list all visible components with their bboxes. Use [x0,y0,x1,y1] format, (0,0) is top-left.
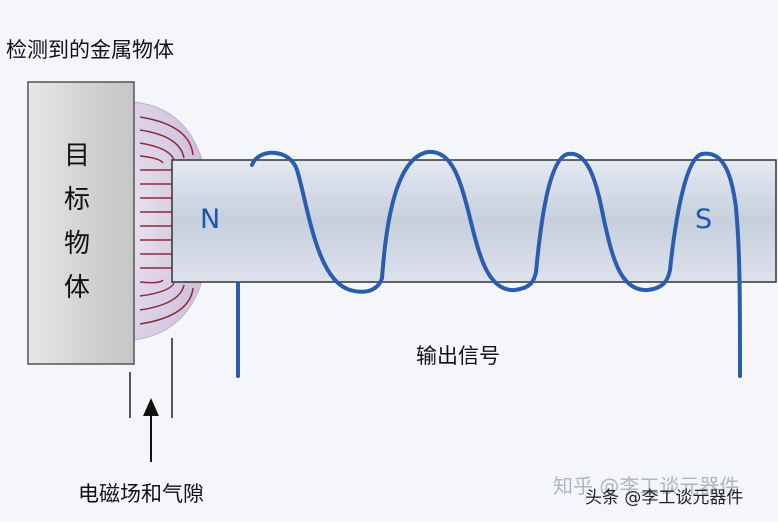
north-pole-label: N [200,204,221,235]
field-lines [139,116,194,325]
output-signal-label: 输出信号 [416,344,500,368]
coil-winding [668,151,742,378]
coil-winding [236,150,384,378]
coil-winding [534,151,672,293]
gap-arrow-icon [143,398,159,462]
target-metal-object [27,81,135,365]
coil-winding [380,149,538,293]
zhihu-watermark: 知乎 @李工谈元器件 [553,474,740,498]
detected-metal-object-label: 检测到的金属物体 [6,38,174,62]
target-object-label: 目标物体 [63,141,90,303]
south-pole-label: S [695,204,713,235]
toutiao-watermark: 头条 @李工谈元器件 [585,488,744,508]
field-and-air-gap-label: 电磁场和气隙 [78,482,204,506]
